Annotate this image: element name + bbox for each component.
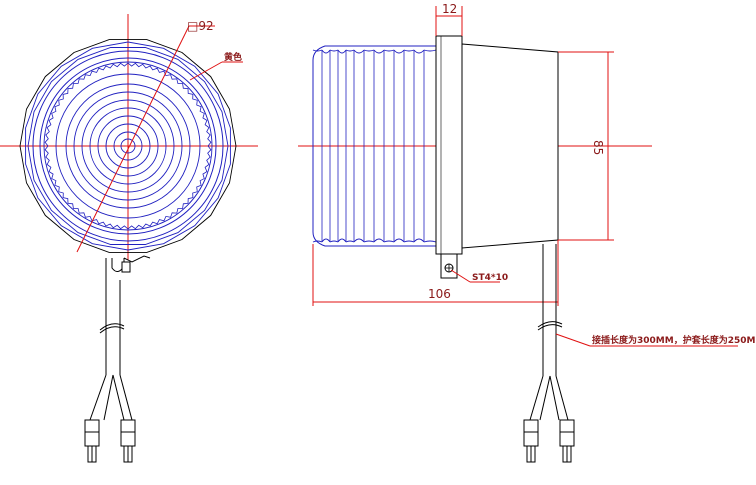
lens-rings (32, 50, 224, 242)
lens-ring (55, 73, 201, 219)
lens-ring (105, 123, 151, 169)
color-leader (189, 61, 223, 81)
lens-rib-arc (383, 49, 395, 243)
lens-rib-arc (423, 49, 437, 243)
serrated-ring (44, 62, 212, 230)
front-wire-left (89, 374, 107, 421)
cable-note: 接插长度为300MM，护套长度为250MM (592, 334, 756, 346)
corrugated-lens (312, 45, 437, 247)
lens-rib-arc (373, 49, 385, 243)
lens-rib-arc (363, 49, 375, 243)
lens-ring (81, 99, 175, 193)
front-screw (121, 261, 131, 273)
front-cable-tie (99, 323, 125, 331)
side-wire-left (529, 375, 544, 421)
front-connector-right (120, 419, 136, 463)
housing-outline (25, 41, 231, 251)
lens-rib-arc (403, 49, 415, 243)
lens-rib-arc (312, 49, 323, 243)
side-connector-left (523, 419, 539, 463)
lens-ring (43, 61, 213, 231)
lens-ring (120, 138, 136, 154)
outer-housing (19, 39, 237, 253)
lens-ring (89, 107, 167, 185)
mounting-flange (435, 35, 463, 255)
lens-rib-arc (337, 49, 347, 243)
screw-label: ST4*10 (472, 273, 508, 283)
lens-ring (32, 50, 224, 242)
side-cable-tie-2 (537, 324, 563, 331)
lens-ring (73, 91, 183, 201)
side-view: 12 85 106 ST4*10 接插长度为300MM，护套长度为250MM (298, 2, 756, 463)
lens-ring (65, 83, 191, 209)
front-clip (123, 255, 151, 263)
cable-note-leader (555, 333, 591, 347)
front-wire-right (119, 374, 133, 421)
side-wire-left-inner (539, 375, 551, 421)
diameter-leader (76, 25, 190, 253)
front-connector-left (84, 419, 100, 463)
lens-rib-arc (321, 49, 331, 243)
side-cable-tie (537, 321, 563, 328)
housing-outline (27, 47, 229, 245)
front-cable-tie-2 (99, 326, 125, 334)
lens-rib-arc (393, 49, 405, 243)
lens-rib-arc (345, 49, 355, 243)
lens-rib-arc (353, 49, 365, 243)
housing-outline (19, 39, 237, 253)
front-view: □92 黄色 (0, 14, 258, 463)
lens-ring (113, 131, 143, 161)
lens-ring (97, 115, 159, 177)
tapered-body (461, 43, 559, 249)
front-wire-left-inner (103, 374, 114, 421)
lens-rib-arc (329, 49, 339, 243)
side-connector-right (559, 419, 575, 463)
color-label: 黄色 (224, 51, 242, 63)
lens-rib-arc (413, 49, 425, 243)
diameter-label: □92 (187, 19, 214, 33)
lens-ring (39, 57, 217, 235)
screw-leader (450, 269, 471, 283)
lens-outline (312, 45, 436, 247)
dim-106-label: 106 (428, 287, 451, 301)
side-wire-right (555, 375, 569, 421)
side-wire-right-inner (549, 375, 560, 421)
front-wire-right-inner (112, 374, 125, 421)
dim-12-label: 12 (442, 2, 457, 16)
dim-85-label: 85 (591, 140, 605, 155)
